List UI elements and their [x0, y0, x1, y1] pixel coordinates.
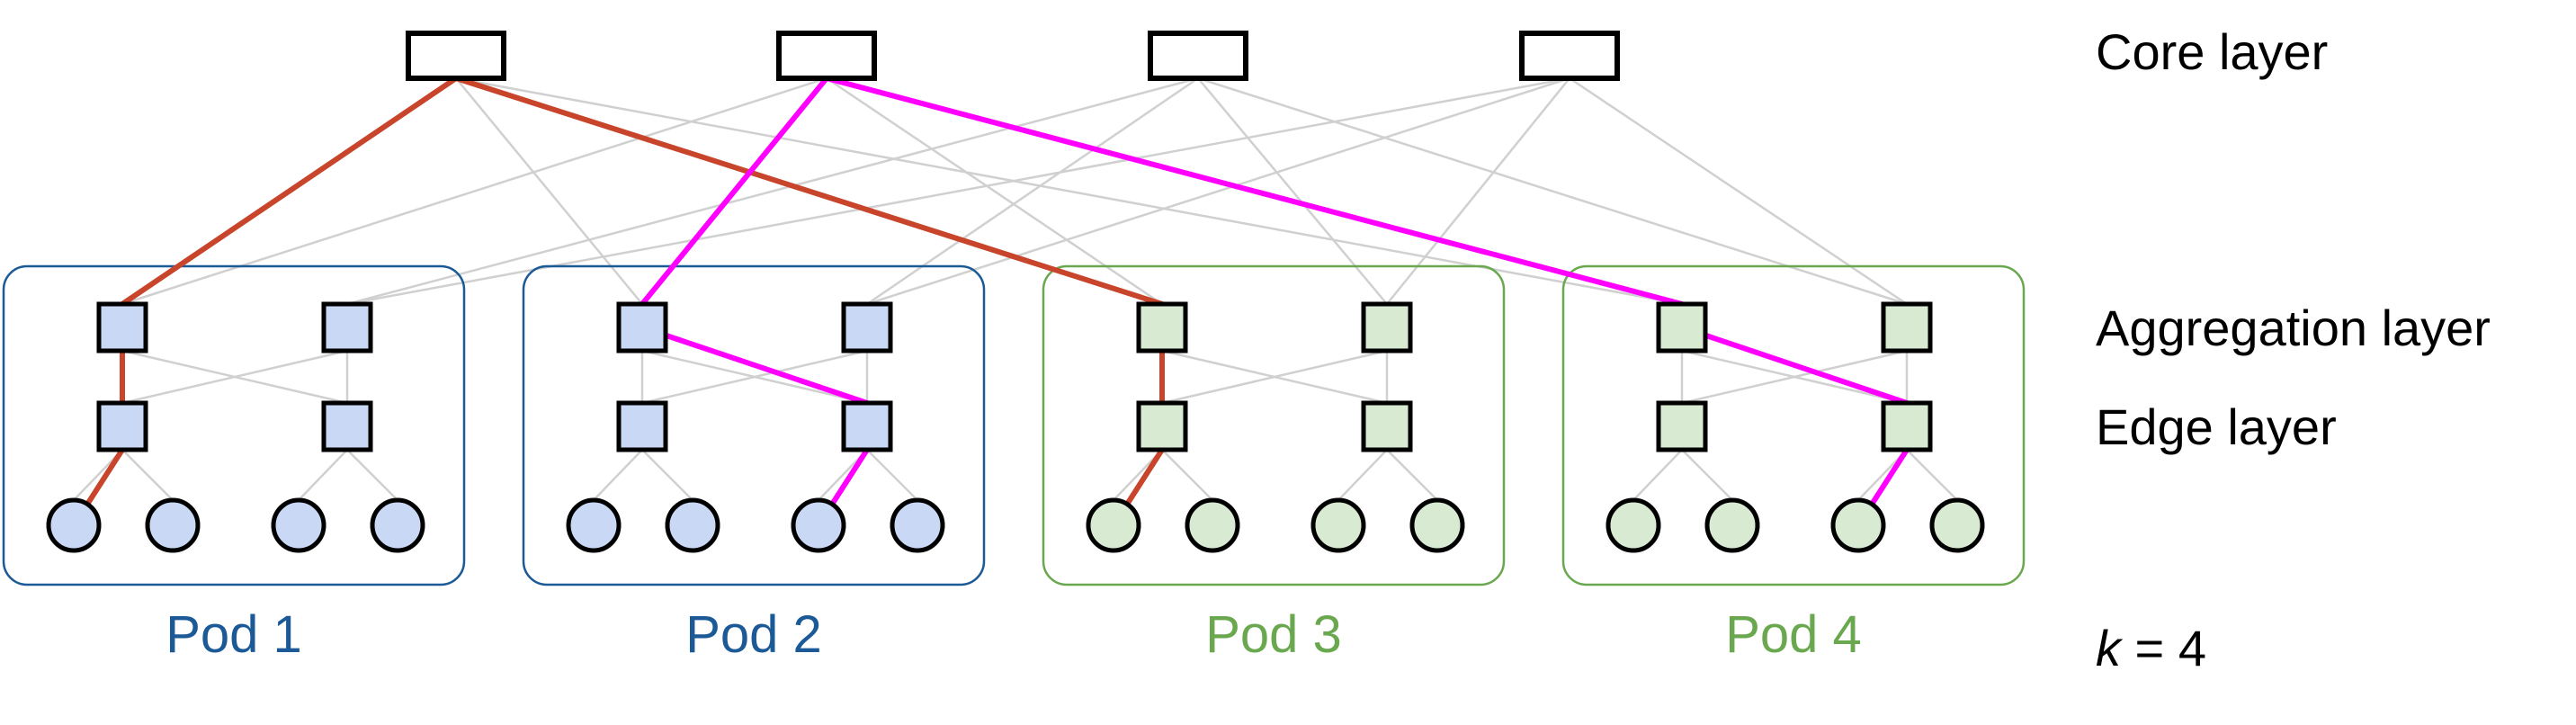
core-agg-link: [866, 76, 1570, 306]
pod-container-1: [2, 264, 466, 586]
aggregation-switch: [321, 301, 373, 354]
core-agg-link: [455, 77, 643, 305]
host-node: [1830, 497, 1886, 553]
pod-label-1: Pod 1: [165, 605, 302, 664]
edge-layer-label: Edge layer: [2096, 398, 2337, 455]
core-switch-1: [406, 31, 506, 81]
pods-group: [2, 264, 2026, 586]
agg-edge-link: [641, 349, 868, 405]
host-node: [1929, 497, 1985, 553]
pod-container-3: [1042, 264, 1506, 586]
k-value: = 4: [2121, 620, 2206, 676]
core-switch-4: [1519, 31, 1620, 81]
core-switch-3: [1148, 31, 1248, 81]
agg-edge-link: [1161, 349, 1388, 405]
pod-container-4: [1561, 264, 2026, 586]
aggregation-switch: [841, 301, 893, 354]
core-agg-link: [1569, 76, 1908, 306]
edge-switch: [1881, 400, 1933, 452]
host-node: [566, 497, 622, 553]
host-node: [1185, 497, 1240, 553]
k-label: k = 4: [2096, 620, 2206, 676]
host-node: [665, 497, 720, 553]
edge-host-link: [641, 449, 693, 501]
host-node: [145, 497, 201, 553]
edge-host-link: [298, 449, 348, 501]
host-node: [46, 497, 102, 553]
edge-switch: [1361, 400, 1413, 452]
aggregation-switch: [1881, 301, 1933, 354]
host-node: [1409, 497, 1465, 553]
nodes-group: [46, 31, 1985, 553]
aggregation-layer-label: Aggregation layer: [2096, 300, 2491, 356]
edge-host-link: [1161, 449, 1213, 501]
pod-container-2: [522, 264, 986, 586]
core-agg-link: [346, 76, 1199, 306]
core-agg-link: [1386, 77, 1570, 305]
edge-switch: [321, 400, 373, 452]
aggregation-switch: [1656, 301, 1708, 354]
host-node: [1704, 497, 1760, 553]
edge-host-link: [1906, 449, 1958, 501]
host-node: [1606, 497, 1661, 553]
aggregation-switch: [1136, 301, 1188, 354]
edge-host-link: [1337, 449, 1388, 501]
edge-host-link: [1632, 449, 1683, 501]
aggregation-switch: [616, 301, 668, 354]
edge-host-link: [346, 449, 398, 501]
pod-label-2: Pod 2: [685, 605, 822, 664]
core-agg-link: [866, 76, 1199, 306]
agg-edge-link: [121, 349, 348, 405]
edge-switch: [96, 400, 148, 452]
host-node: [370, 497, 425, 553]
edge-host-link: [1386, 449, 1438, 501]
pod-label-3: Pod 3: [1205, 605, 1342, 664]
edge-switch: [1136, 400, 1188, 452]
host-node: [791, 497, 846, 553]
edge-switch: [616, 400, 668, 452]
edge-host-link: [1681, 449, 1733, 501]
core-agg-link: [826, 76, 1163, 306]
aggregation-switch: [96, 301, 148, 354]
edge-switch: [841, 400, 893, 452]
agg-edge-link: [1681, 349, 1908, 405]
host-node: [1086, 497, 1141, 553]
k-variable: k: [2096, 620, 2124, 676]
edge-host-link: [121, 449, 174, 501]
edge-host-link: [593, 449, 643, 501]
edge-switch: [1656, 400, 1708, 452]
core-switch-2: [776, 31, 877, 81]
pod-label-4: Pod 4: [1725, 605, 1862, 664]
pod-labels-group: Pod 1 Pod 2 Pod 3 Pod 4: [165, 605, 1862, 664]
host-node: [1310, 497, 1366, 553]
edge-host-link: [866, 449, 918, 501]
aggregation-switch: [1361, 301, 1413, 354]
core-agg-link: [1197, 77, 1388, 305]
host-node: [271, 497, 326, 553]
core-layer-label: Core layer: [2096, 23, 2328, 80]
highlighted-path: [640, 76, 1910, 506]
host-node: [890, 497, 945, 553]
